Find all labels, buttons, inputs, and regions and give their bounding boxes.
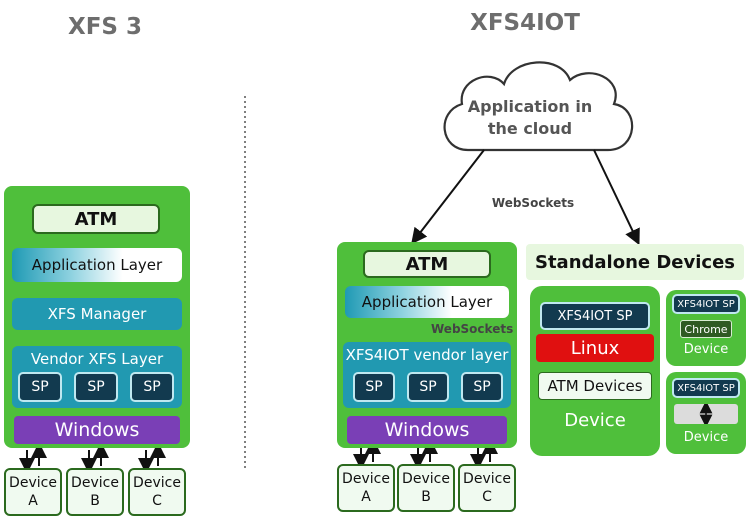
- xfs3-vendor-layer-label: Vendor XFS Layer: [30, 350, 164, 368]
- big-device-atm-devices: ATM Devices: [538, 372, 652, 400]
- xfs4iot-title: XFS4IOT: [470, 10, 580, 36]
- small-device-2-xfs4iot-sp: XFS4IOT SP: [672, 378, 740, 398]
- xfs4iot-device-c: Device C: [458, 464, 516, 512]
- standalone-big-device: XFS4IOT SP Linux ATM Devices Device: [530, 286, 660, 456]
- small-device-1-chrome-browser: Chrome: [680, 320, 732, 338]
- xfs3-title: XFS 3: [67, 14, 143, 40]
- device-label: Device: [9, 475, 57, 491]
- small-device-1-xfs4iot-sp: XFS4IOT SP: [672, 294, 740, 314]
- xfs4iot-sp-2: SP: [407, 372, 449, 402]
- device-letter: B: [421, 489, 431, 505]
- small-device-1-label: Device: [683, 342, 729, 357]
- device-letter: A: [361, 489, 371, 505]
- xfs4iot-sp-3: SP: [461, 372, 503, 402]
- cloud-label: Application in the cloud: [460, 96, 600, 140]
- device-letter: C: [152, 493, 162, 509]
- xfs3-manager: XFS Manager: [12, 298, 182, 330]
- xfs3-device-b: Device B: [66, 468, 124, 516]
- device-letter: C: [482, 489, 492, 505]
- device-label: Device: [402, 471, 450, 487]
- device-label: Device: [463, 471, 511, 487]
- xfs3-sp-1: SP: [18, 372, 62, 402]
- device-letter: B: [90, 493, 100, 509]
- xfs3-application-layer: Application Layer: [12, 248, 182, 282]
- xfs3-device-a: Device A: [4, 468, 62, 516]
- small-device-2-blank-panel: [674, 404, 738, 424]
- xfs3-sp-2: SP: [74, 372, 118, 402]
- cloud-icon: [443, 61, 634, 152]
- xfs4iot-device-b: Device B: [397, 464, 455, 512]
- big-device-linux-os: Linux: [536, 334, 654, 362]
- small-device-2-double-arrow-icon: [699, 404, 713, 424]
- xfs3-vendor-layer: Vendor XFS Layer SP SP SP: [12, 346, 182, 408]
- xfs4iot-application-layer: Application Layer: [345, 286, 509, 318]
- small-device-2-label: Device: [683, 430, 729, 445]
- xfs4iot-vendor-layer: XFS4IOT vendor layer SP SP SP: [343, 342, 511, 408]
- xfs3-device-c: Device C: [128, 468, 186, 516]
- device-label: Device: [342, 471, 390, 487]
- big-device-label: Device: [564, 410, 626, 431]
- cloud-label-line2: the cloud: [487, 119, 573, 138]
- standalone-small-device-1: XFS4IOT SP Chrome Device: [666, 290, 746, 366]
- xfs3-sp-3: SP: [130, 372, 174, 402]
- inner-websockets-label: WebSockets: [431, 322, 514, 336]
- standalone-small-device-2: XFS4IOT SP Device: [666, 372, 746, 454]
- cloud-label-line1: Application in: [467, 97, 593, 116]
- device-label: Device: [71, 475, 119, 491]
- left-device-arrows: [19, 442, 166, 474]
- xfs3-atm-label: ATM: [32, 204, 160, 234]
- xfs3-windows-os: Windows: [14, 416, 180, 444]
- big-device-xfs4iot-sp: XFS4IOT SP: [540, 302, 650, 330]
- websockets-label: WebSockets: [491, 196, 575, 210]
- device-label: Device: [133, 475, 181, 491]
- cloud-to-atm-arrow: [411, 149, 485, 245]
- xfs4iot-atm-container: ATM Application Layer WebSockets XFS4IOT…: [337, 242, 517, 448]
- xfs3-atm-container: ATM Application Layer XFS Manager Vendor…: [4, 186, 190, 448]
- device-letter: A: [28, 493, 38, 509]
- standalone-devices-title: Standalone Devices: [526, 244, 744, 280]
- xfs4iot-device-a: Device A: [337, 464, 395, 512]
- xfs4iot-windows-os: Windows: [347, 416, 507, 444]
- xfs4iot-atm-label: ATM: [363, 250, 491, 278]
- xfs4iot-sp-1: SP: [353, 372, 395, 402]
- cloud-to-standalone-arrow: [593, 149, 640, 246]
- xfs4iot-vendor-layer-label: XFS4IOT vendor layer: [345, 346, 509, 364]
- right-device-arrows: [353, 438, 498, 470]
